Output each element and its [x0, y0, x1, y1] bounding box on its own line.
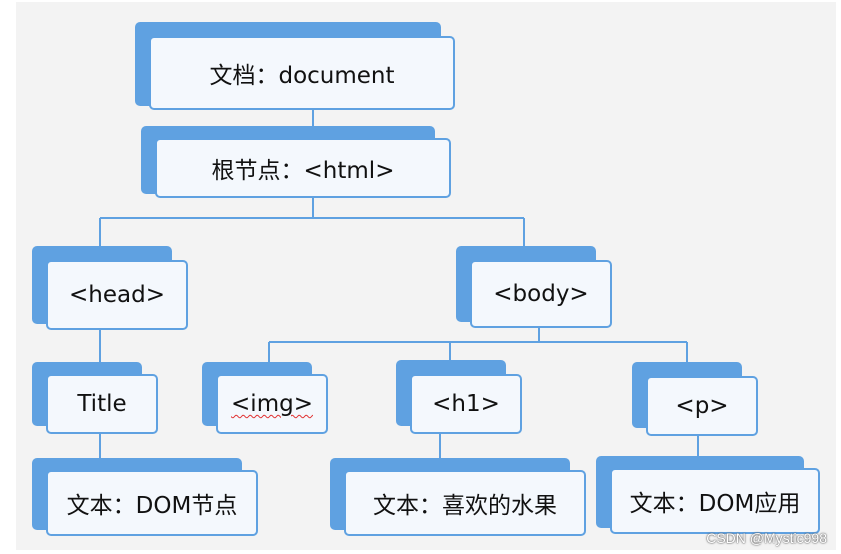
node-img: <img> [202, 362, 328, 434]
edge-html-children [99, 195, 525, 246]
edge-body-children [268, 322, 688, 362]
node-img-label: <img> [231, 391, 313, 417]
node-text-dom-node-label: 文本：DOM节点 [66, 493, 238, 519]
node-text-dom-node: 文本：DOM节点 [32, 458, 258, 536]
diagram-canvas: 文档：document 根节点：<html> <head> <body> Tit… [16, 2, 836, 550]
node-p-label: <p> [675, 393, 729, 419]
node-head: <head> [32, 246, 188, 330]
node-p: <p> [632, 362, 758, 436]
node-text-dom-app-label: 文本：DOM应用 [629, 491, 801, 517]
node-text-dom-app: 文本：DOM应用 [596, 456, 820, 534]
node-text-fruit: 文本：喜欢的水果 [330, 458, 586, 536]
node-title: Title [32, 362, 158, 434]
node-h1-label: <h1> [432, 391, 500, 417]
tree-connectors [99, 106, 699, 460]
node-body-label: <body> [493, 281, 589, 307]
node-head-label: <head> [69, 282, 165, 308]
node-document: 文档：document [135, 22, 457, 110]
watermark: CSDN @Mystic998 [706, 530, 827, 546]
node-html: 根节点：<html> [141, 126, 451, 198]
node-text-fruit-label: 文本：喜欢的水果 [373, 493, 557, 519]
node-h1: <h1> [396, 360, 522, 434]
node-body: <body> [456, 246, 612, 328]
node-title-label: Title [77, 391, 127, 417]
node-html-label: 根节点：<html> [211, 158, 395, 184]
node-document-label: 文档：document [209, 63, 395, 89]
